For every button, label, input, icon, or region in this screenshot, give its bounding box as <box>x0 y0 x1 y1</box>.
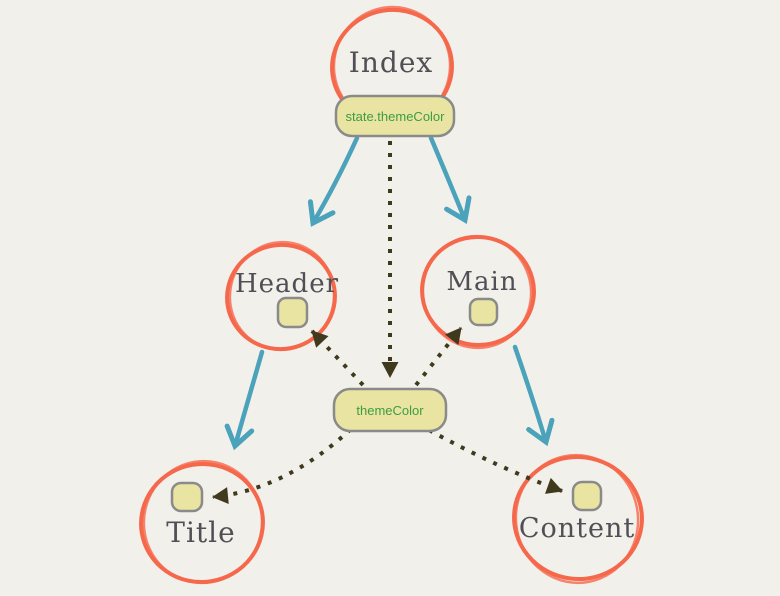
node-title-circle <box>139 459 265 585</box>
badge-state-themecolor-label: state.themeColor <box>346 109 446 124</box>
content-prop-slot <box>571 480 603 512</box>
edge-themecolor-title-prop <box>212 427 353 505</box>
node-main-label: Main <box>446 267 517 297</box>
edge-index-header <box>307 135 360 227</box>
node-header-circle <box>225 240 337 352</box>
badge-state-themecolor-box <box>334 94 456 138</box>
edge-themecolor-content-prop <box>428 428 563 494</box>
node-header-label: Header <box>235 269 339 299</box>
badge-state-themecolor: state.themeColor <box>334 94 456 138</box>
edge-index-main <box>428 135 472 224</box>
node-index-label: Index <box>349 46 433 79</box>
badge-themecolor: themeColor <box>332 387 448 433</box>
badge-themecolor-box <box>332 387 448 433</box>
node-content-circle <box>512 453 644 585</box>
edge-main-content <box>512 344 555 447</box>
header-prop-slot <box>276 296 309 329</box>
edge-themecolor-header-prop <box>310 329 365 387</box>
edge-header-title <box>224 349 265 451</box>
main-prop-slot <box>468 297 499 327</box>
title-prop-slot <box>170 481 204 513</box>
node-main-circle <box>420 234 536 350</box>
edge-themecolor-main-prop <box>414 326 463 387</box>
badge-themecolor-label: themeColor <box>356 403 424 418</box>
node-content-label: Content <box>519 513 635 544</box>
node-title-label: Title <box>166 516 235 549</box>
